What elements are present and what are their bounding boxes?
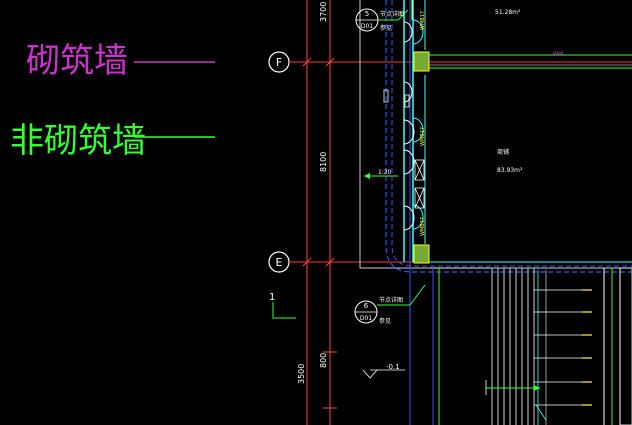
callout-bottom-number: 6 — [364, 302, 369, 310]
window-tag-c: WMB17 — [420, 217, 426, 236]
legend: 砌筑墙 非砌筑墙 — [10, 41, 215, 161]
window-tag-a: WMB17 — [420, 11, 426, 30]
grid-axis-e-label: E — [276, 256, 283, 269]
callout-top-sheet: D01 — [361, 23, 373, 30]
dimension-small: 800 — [319, 353, 328, 368]
section-mark: 1 — [269, 292, 296, 319]
staircase — [485, 267, 632, 425]
window-frames — [383, 89, 425, 209]
legend-masonry-label: 砌筑墙 — [26, 41, 128, 81]
room-name: 商铺 — [497, 148, 509, 156]
door-swings — [403, 21, 415, 231]
grid-axis-f-label: F — [276, 56, 282, 69]
wall-outlines — [359, 0, 632, 425]
callout-bottom-sheet: D01 — [360, 315, 372, 322]
stair-break-line — [535, 404, 547, 421]
window-tag-b: WMB17 — [420, 127, 426, 146]
small-tag: MMM — [553, 51, 564, 56]
dimension-mid: 8100 — [319, 152, 328, 172]
level-label: -0.1 — [386, 363, 400, 371]
callout-bottom-text-a: 节点详图 — [379, 296, 403, 304]
callout-bottom-text-b: 参见 — [379, 317, 391, 325]
callout-bottom: 6 D01 节点详图 参见 — [354, 284, 426, 325]
stair-column — [619, 267, 632, 425]
callout-top-text-a: 节点详图 — [380, 10, 404, 18]
callout-top-text-b: 参见 — [380, 24, 392, 32]
grid-axis-f: F — [268, 51, 632, 73]
dimension-top: 3700 — [319, 2, 328, 22]
section-mark-label: 1 — [269, 292, 275, 303]
stair-arrow-head — [534, 385, 540, 391]
callout-top: 5 D01 节点详图 参见 — [355, 8, 409, 32]
column-e — [413, 244, 430, 264]
legend-non-masonry-label: 非砌筑墙 — [10, 121, 146, 161]
slope-label: 1:20 — [378, 169, 392, 176]
column-f — [413, 51, 430, 72]
room-area-top: 51.28m² — [495, 9, 521, 16]
room-area: 83.93m² — [497, 167, 523, 174]
dimension-bottom: 3500 — [297, 364, 306, 384]
slope-annotation: 1:20 — [364, 169, 398, 179]
level-mark: -0.1 — [362, 363, 405, 379]
door-swings-cyan — [412, 19, 424, 230]
callout-top-number: 5 — [365, 10, 369, 18]
